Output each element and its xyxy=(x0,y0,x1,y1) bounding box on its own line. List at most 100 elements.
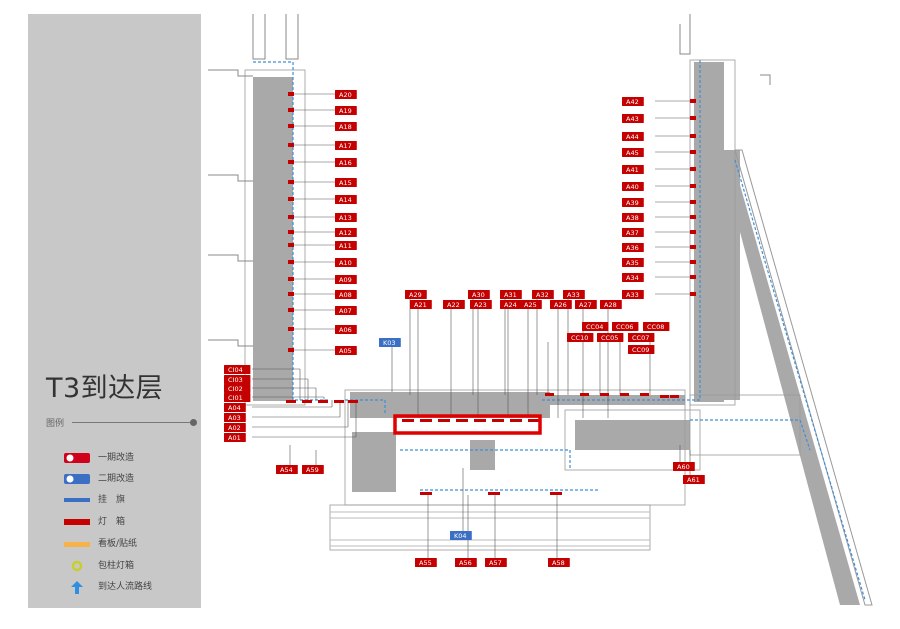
location-tag-label: A42 xyxy=(626,98,639,106)
lightbox-mark xyxy=(288,160,294,164)
location-tag-label: A27 xyxy=(579,301,592,309)
blue-bar-icon xyxy=(64,498,90,502)
location-tag-label: A61 xyxy=(687,476,700,484)
legend-heading: 图例 xyxy=(46,419,65,429)
building-block xyxy=(470,440,495,470)
location-tag xyxy=(335,290,357,299)
lightbox-mark xyxy=(288,230,294,234)
location-tag xyxy=(622,228,644,237)
location-tag xyxy=(673,462,695,471)
location-tag xyxy=(224,433,246,442)
location-tag xyxy=(622,97,644,106)
location-tag-label: A60 xyxy=(677,463,690,471)
lightbox-mark xyxy=(690,275,696,279)
location-tag-label: A43 xyxy=(626,115,639,123)
lightbox-mark xyxy=(580,393,589,396)
location-tag-label: CI02 xyxy=(228,385,243,393)
location-tag-label: A58 xyxy=(552,559,565,567)
lightbox-mark xyxy=(690,99,696,103)
location-tag xyxy=(443,300,465,309)
route-path xyxy=(345,399,386,415)
location-tag-label: A30 xyxy=(472,291,485,299)
building-outline xyxy=(329,504,651,551)
lightbox-mark xyxy=(302,400,312,403)
location-tag xyxy=(612,322,639,331)
yellow-circle-icon xyxy=(71,560,83,572)
legend-divider-dot xyxy=(190,419,197,426)
location-tag-label: A33 xyxy=(626,291,639,299)
location-tag xyxy=(563,290,585,299)
lightbox-mark xyxy=(545,393,554,396)
location-tag-label: A15 xyxy=(339,179,352,187)
location-tag-label: CI04 xyxy=(228,366,243,374)
location-tag-label: A25 xyxy=(524,301,537,309)
building-structure xyxy=(208,14,873,606)
legend-label: 到达人流路线 xyxy=(98,582,153,592)
location-tag-label: A12 xyxy=(339,229,352,237)
lightbox-mark xyxy=(474,419,486,422)
location-tag-label: A38 xyxy=(626,214,639,222)
location-tag xyxy=(628,345,655,354)
legend-divider xyxy=(72,422,192,423)
lightbox-mark xyxy=(288,124,294,128)
page-title: T3到达层 xyxy=(46,373,164,404)
location-tag xyxy=(335,241,357,250)
location-tag-label: A14 xyxy=(339,196,352,204)
lightbox-mark xyxy=(640,393,649,396)
location-tag-label: A44 xyxy=(626,133,639,141)
location-tag-label: CC04 xyxy=(586,323,603,331)
location-tag-label: CC06 xyxy=(616,323,633,331)
location-tag-label: A37 xyxy=(626,229,639,237)
legend-item-route: 到达人流路线 xyxy=(64,580,204,594)
location-tag-label: CC10 xyxy=(571,334,588,342)
location-tag xyxy=(683,475,705,484)
lightbox-mark xyxy=(690,292,696,296)
location-tags: A20A19A18A17A16A15A14A13A12A11A10A09A08A… xyxy=(224,90,705,567)
lightbox-mark xyxy=(288,292,294,296)
location-tag xyxy=(628,333,655,342)
route-path xyxy=(690,419,811,451)
location-tag-label: A31 xyxy=(504,291,517,299)
location-tag xyxy=(335,90,357,99)
location-tag xyxy=(550,300,572,309)
location-tag xyxy=(335,178,357,187)
lightbox-mark xyxy=(438,419,450,422)
location-tag-label: CC08 xyxy=(647,323,664,331)
location-tag-label: A35 xyxy=(626,259,639,267)
lightbox-mark xyxy=(334,400,344,403)
location-tag-label: A19 xyxy=(339,107,352,115)
location-tag xyxy=(622,243,644,252)
location-tag xyxy=(470,300,492,309)
location-tag xyxy=(335,306,357,315)
location-tag-label: A09 xyxy=(339,276,352,284)
location-tag xyxy=(622,132,644,141)
location-tag-label: A05 xyxy=(339,347,352,355)
location-tag xyxy=(276,465,298,474)
legend-item-phase2: 二期改造 xyxy=(64,472,204,486)
route-path xyxy=(292,62,330,401)
lightbox-mark xyxy=(690,150,696,154)
location-tag xyxy=(224,403,246,412)
location-tag-label: A04 xyxy=(228,404,241,412)
location-tag xyxy=(567,333,594,342)
location-tag xyxy=(485,558,507,567)
location-tag xyxy=(622,213,644,222)
location-tag-label: A23 xyxy=(474,301,487,309)
location-tag-label: A21 xyxy=(414,301,427,309)
building-outline xyxy=(689,394,801,456)
location-tag xyxy=(622,290,644,299)
lightbox-mark xyxy=(456,419,468,422)
red-bar-icon xyxy=(64,519,90,525)
location-tag xyxy=(622,273,644,282)
location-tag xyxy=(224,413,246,422)
jet-bridge-top xyxy=(252,14,299,60)
location-tag xyxy=(335,141,357,150)
location-tag-label: A45 xyxy=(626,149,639,157)
lightbox-mark xyxy=(690,245,696,249)
location-tag-label: A18 xyxy=(339,123,352,131)
jet-bridge-right xyxy=(679,14,771,85)
location-tag-label: A07 xyxy=(339,307,352,315)
lightbox-mark xyxy=(318,400,328,403)
lightbox-mark xyxy=(488,492,500,495)
location-tag xyxy=(302,465,324,474)
